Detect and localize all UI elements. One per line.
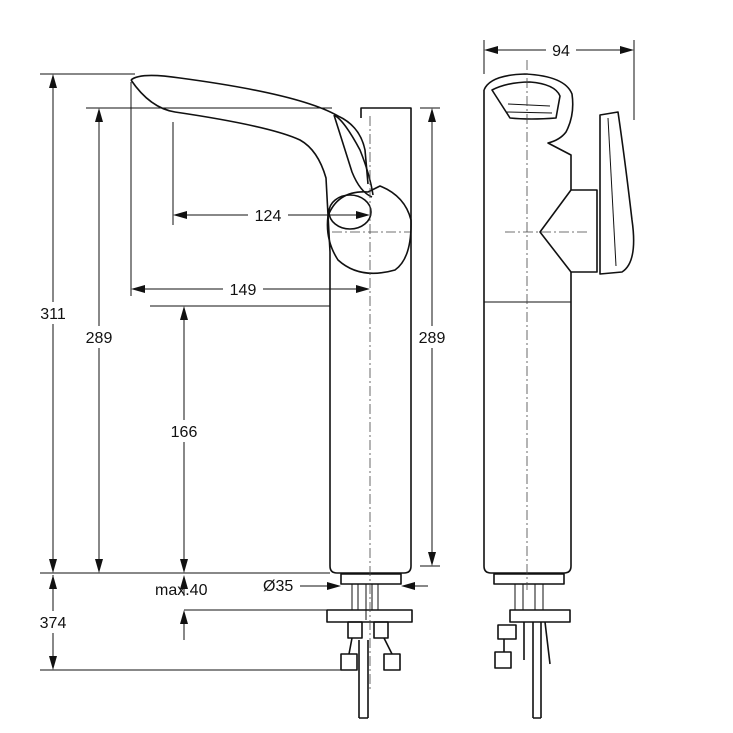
front-hoses: [348, 637, 393, 719]
dimension-labels: 311 289 166 289 124 149 94 max.40 Ø35 37…: [34, 40, 576, 633]
front-hose-fitting-right: [383, 653, 401, 671]
front-nut: [347, 621, 363, 639]
dim-label-hole-diameter: Ø35: [263, 578, 293, 595]
dim-label-reach-handle: 124: [255, 208, 282, 225]
dim-label-max-deck: max.40: [155, 582, 208, 599]
dim-label-body-height-left: 289: [86, 330, 113, 347]
dim-label-side-width: 94: [552, 43, 570, 60]
side-washer: [509, 609, 571, 623]
front-view: [130, 74, 413, 719]
side-body-outline: [483, 90, 572, 574]
side-base-ring: [493, 573, 565, 585]
front-spout: [130, 74, 369, 253]
front-nut-2: [373, 621, 389, 639]
front-washer: [326, 609, 413, 623]
front-handle-disc: [326, 185, 412, 275]
front-threaded-rod: [351, 584, 379, 620]
side-lever-connector: [539, 189, 598, 273]
side-hoses: [503, 621, 551, 719]
dim-label-total-height: 311: [40, 306, 66, 323]
side-hose-fitting: [494, 651, 512, 669]
dim-label-below-deck: 374: [40, 615, 67, 632]
front-handle-cap: [328, 194, 372, 230]
side-view: [483, 60, 635, 719]
side-lever: [599, 111, 635, 275]
front-lever: [333, 114, 374, 198]
side-spout-mouth: [491, 81, 561, 120]
dim-label-reach-body: 149: [230, 282, 257, 299]
extension-lines: [40, 40, 635, 671]
side-lever-edge: [607, 117, 617, 267]
front-base-ring: [340, 573, 402, 585]
dim-label-body-height-right: 289: [419, 330, 446, 347]
side-nut: [497, 624, 517, 640]
side-spout-opening: [505, 103, 553, 114]
front-body-outline: [329, 107, 412, 574]
side-threaded-rods: [514, 584, 544, 610]
front-hose-fitting-left: [340, 653, 358, 671]
side-spout-head: [483, 73, 574, 190]
dim-label-spout-clearance: 166: [171, 424, 198, 441]
